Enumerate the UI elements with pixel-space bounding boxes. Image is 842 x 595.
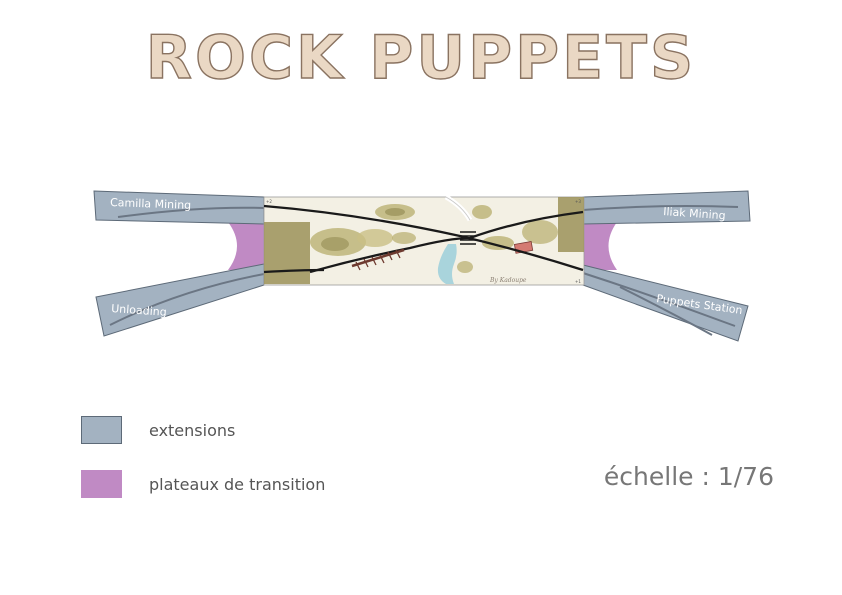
svg-text:+3: +3	[575, 199, 581, 204]
terrain-block-right	[558, 197, 584, 252]
legend-item-extensions: extensions	[81, 416, 235, 444]
main-tracks	[263, 204, 584, 274]
transition-plateau-right	[583, 222, 617, 270]
river	[437, 244, 457, 284]
extension-bottom-left	[95, 263, 265, 337]
svg-text:+2: +2	[266, 199, 272, 204]
extension-tracks	[109, 205, 739, 336]
legend-label-transition: plateaux de transition	[149, 474, 326, 494]
label-bottom-left-extension: Unloading	[111, 302, 167, 319]
scale-text: échelle : 1/76	[603, 462, 774, 491]
page-title: ROCK PUPPETS	[145, 23, 697, 93]
transition-swatch	[81, 470, 122, 498]
track-crossing	[460, 231, 476, 245]
label-top-right-extension: Iliak Mining	[663, 205, 726, 222]
terrain-block-left	[264, 222, 310, 284]
svg-text:+1: +1	[575, 279, 581, 284]
legend-item-transition: plateaux de transition	[81, 470, 325, 498]
legend-label-extensions: extensions	[149, 420, 236, 440]
credit-text: By Kadoupe	[489, 277, 527, 284]
label-top-left-extension: Camilla Mining	[110, 196, 191, 212]
board-corner-marks: +2 +3 +1	[266, 199, 581, 284]
trestle-bridge	[351, 248, 405, 271]
transition-plateau-left	[228, 222, 264, 270]
extensions-swatch	[81, 416, 122, 444]
terrain-relief	[310, 204, 558, 273]
